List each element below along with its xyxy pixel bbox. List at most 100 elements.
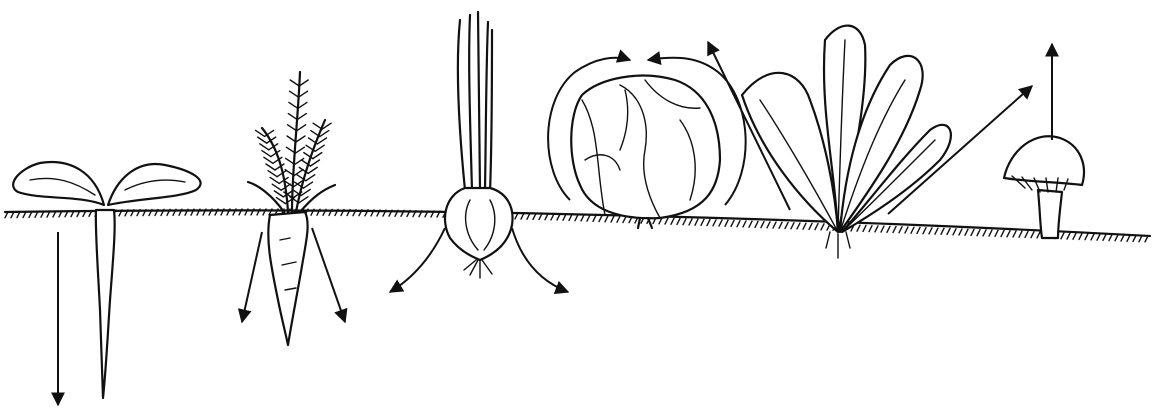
- carrot-growth-arrow-right: [312, 228, 345, 322]
- onion-growth-arrow-right: [512, 228, 568, 292]
- ground-hatch-mark: [1121, 235, 1124, 241]
- ground-hatch-mark: [611, 216, 614, 222]
- ground-hatch-mark: [803, 223, 806, 229]
- ground-hatch-mark: [1127, 235, 1130, 241]
- ground-hatch-mark: [857, 225, 860, 231]
- ground-hatch-mark: [743, 221, 746, 227]
- ground-hatch-mark: [701, 219, 704, 225]
- carrot-frond-leaflet: [317, 138, 326, 144]
- mushroom-plant: [1004, 136, 1084, 238]
- ground-hatch-mark: [1115, 235, 1118, 241]
- carrot-frond-leaflet: [274, 191, 283, 197]
- carrot-frond-leaflet: [272, 184, 281, 190]
- carrot-frond-leaflet: [304, 182, 313, 188]
- ground-hatch-mark: [983, 230, 986, 236]
- ground-hatch-mark: [785, 223, 788, 229]
- ground-hatch-mark: [899, 227, 902, 233]
- ground-hatch-mark: [755, 221, 758, 227]
- ground-hatch-mark: [869, 226, 872, 232]
- carrot-frond-leaflet: [289, 102, 298, 108]
- carrot-frond-leaflet: [288, 125, 297, 131]
- carrot-growth-arrow-left: [242, 232, 262, 322]
- ground-hatch-mark: [959, 229, 962, 235]
- ground-hatch-mark: [1139, 236, 1142, 242]
- cabbage-plant: [571, 76, 720, 228]
- ground-hatch-mark: [953, 229, 956, 235]
- ground-hatch-mark: [1061, 233, 1064, 239]
- ground-hatch-mark: [749, 221, 752, 227]
- ground-hatch-mark: [581, 215, 584, 221]
- carrot-frond-leaflet: [297, 125, 306, 131]
- carrot-frond-leaflet: [266, 164, 275, 170]
- onion-plant: [445, 12, 513, 278]
- ground-hatch-mark: [893, 227, 896, 233]
- carrot-frond-leaflet: [268, 171, 277, 177]
- ground-hatch-mark: [797, 223, 800, 229]
- carrot-frond-leaflet: [290, 80, 299, 86]
- spinach-plant: [742, 26, 951, 258]
- ground-hatch-mark: [1091, 234, 1094, 240]
- carrot-frond-leaflet: [264, 157, 273, 163]
- ground-hatch-mark: [773, 222, 776, 228]
- ground-hatch-mark: [821, 224, 824, 230]
- carrot-frond-leaflet: [308, 167, 317, 173]
- ground-hatch-mark: [935, 228, 938, 234]
- onion-growth-arrow-left: [390, 228, 445, 292]
- ground-hatch-mark: [1031, 232, 1034, 238]
- ground-hatch-mark: [767, 222, 770, 228]
- ground-hatch-mark: [689, 219, 692, 225]
- ground-hatch-mark: [1025, 231, 1028, 237]
- carrot-frond-leaflet: [260, 144, 269, 150]
- carrot-frond-leaflet: [297, 114, 306, 120]
- ground-hatch-mark: [671, 218, 674, 224]
- ground-hatch-mark: [809, 223, 812, 229]
- ground-hatch-mark: [989, 230, 992, 236]
- ground-hatch-mark: [881, 226, 884, 232]
- ground-hatch-mark: [593, 215, 596, 221]
- ground-hatch-mark: [1085, 234, 1088, 240]
- ground-hatch-mark: [965, 229, 968, 235]
- ground-hatch-mark: [917, 227, 920, 233]
- ground-hatch-mark: [929, 228, 932, 234]
- ground-hatch-mark: [665, 218, 668, 224]
- ground-hatch-mark: [971, 229, 974, 235]
- ground-hatch-mark: [887, 226, 890, 232]
- ground-hatch-mark: [569, 214, 572, 220]
- ground-hatch-mark: [863, 225, 866, 231]
- ground-hatch-mark: [1109, 235, 1112, 241]
- ground-hatch-mark: [1097, 234, 1100, 240]
- carrot-frond-leaflet: [262, 151, 271, 157]
- ground-hatch-mark: [779, 222, 782, 228]
- ground-hatch-mark: [1103, 234, 1106, 240]
- radish-plant: [13, 162, 200, 398]
- ground-hatch-mark: [719, 220, 722, 226]
- ground-hatch-mark: [1073, 233, 1076, 239]
- ground-hatch-mark: [947, 229, 950, 235]
- ground-hatch-mark: [1007, 231, 1010, 237]
- carrot-frond-leaflet: [311, 160, 320, 166]
- ground-hatch-mark: [1019, 231, 1022, 237]
- ground-hatch-mark: [1037, 232, 1040, 238]
- ground-hatch-mark: [1133, 235, 1136, 241]
- carrot-frond-leaflet: [313, 123, 322, 129]
- ground-hatch-mark: [587, 215, 590, 221]
- ground-hatch-mark: [815, 224, 818, 230]
- ground-hatch-mark: [1067, 233, 1070, 239]
- ground-hatch-mark: [617, 216, 620, 222]
- carrot-frond-leaflet: [301, 189, 310, 195]
- ground-hatch-mark: [683, 219, 686, 225]
- carrot-plant: [248, 72, 335, 345]
- ground-hatch-mark: [875, 226, 878, 232]
- ground-hatch-mark: [761, 222, 764, 228]
- carrot-frond-leaflet: [315, 145, 324, 151]
- carrot-frond-leaflet: [306, 175, 315, 181]
- ground-hatch-mark: [1079, 233, 1082, 239]
- ground-hatch-mark: [677, 218, 680, 224]
- carrot-frond-leaflet: [313, 153, 322, 159]
- ground-hatch-mark: [905, 227, 908, 233]
- ground-hatch-mark: [725, 220, 728, 226]
- ground-hatch-mark: [1001, 231, 1004, 237]
- ground-hatch-mark: [599, 216, 602, 222]
- ground-hatch-mark: [575, 215, 578, 221]
